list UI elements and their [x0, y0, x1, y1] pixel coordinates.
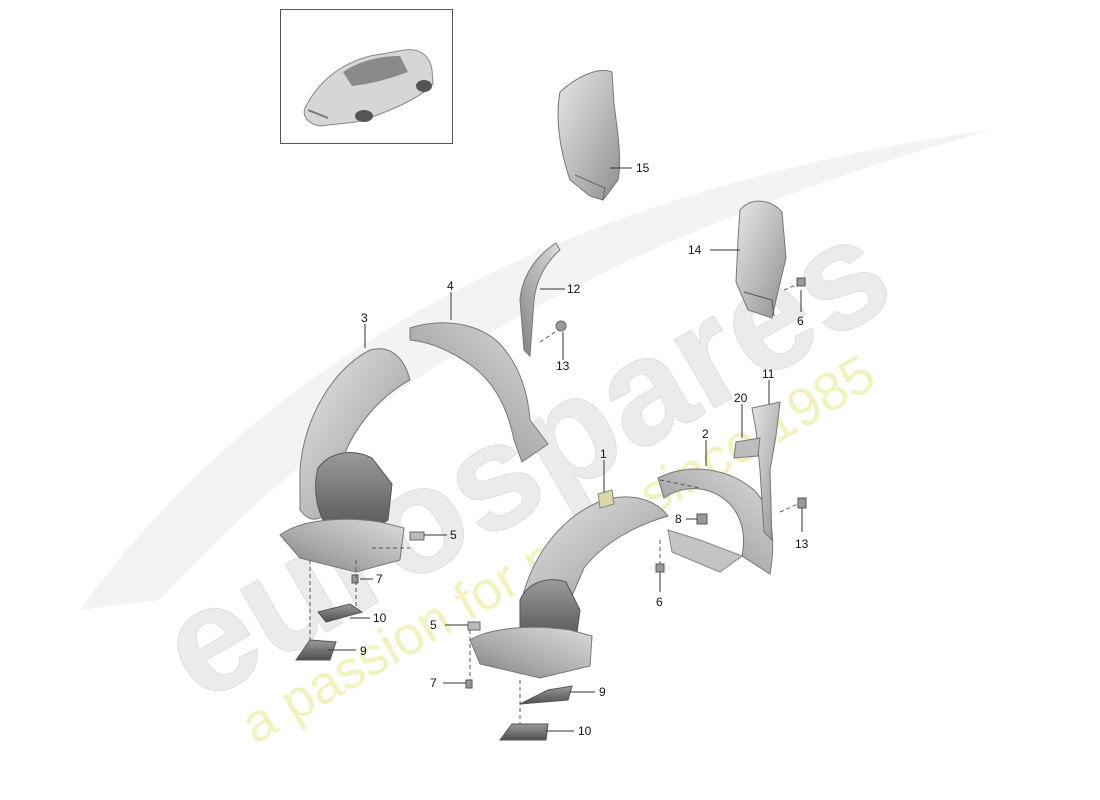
part-20-clip[interactable]: [733, 437, 761, 459]
part-7-screw-b[interactable]: [465, 679, 473, 689]
callout-13-right: 13: [795, 537, 809, 551]
part-6-screw-b[interactable]: [796, 277, 806, 287]
part-8-nut[interactable]: [696, 513, 708, 525]
callout-1: 1: [600, 447, 607, 461]
callout-7-lower: 7: [430, 676, 437, 690]
part-2-arch-liner[interactable]: [657, 468, 774, 575]
callout-15: 15: [636, 161, 650, 175]
part-12-strip[interactable]: [519, 242, 567, 358]
callout-4: 4: [447, 279, 454, 293]
callout-9-left: 9: [360, 644, 367, 658]
callout-6-upper: 6: [797, 314, 804, 328]
callout-6-lower: 6: [656, 595, 663, 609]
part-7-screw[interactable]: [351, 574, 359, 584]
callout-8: 8: [675, 512, 682, 526]
callout-12: 12: [567, 282, 581, 296]
part-1-rear-wheel-arch[interactable]: [469, 489, 669, 679]
callout-3: 3: [361, 311, 368, 325]
callout-labels: 15 14 12 6 4 3 13 11 20 2 1 8 13 5 7 6 1…: [360, 161, 809, 738]
callout-7-left: 7: [376, 572, 383, 586]
part-15-rear-liner[interactable]: [557, 70, 621, 201]
part-9-trim-b[interactable]: [519, 685, 573, 705]
fasteners: [295, 277, 807, 741]
watermark-swoosh: [80, 130, 990, 610]
callout-13-upper: 13: [556, 359, 570, 373]
callout-20: 20: [734, 391, 748, 405]
part-10-trim-b[interactable]: [499, 723, 549, 741]
part-6-screw[interactable]: [655, 563, 665, 573]
part-9-trim[interactable]: [295, 639, 337, 661]
part-13-screw[interactable]: [797, 497, 807, 509]
callout-2: 2: [702, 427, 709, 441]
callout-10-left: 10: [373, 611, 387, 625]
part-4-arch-liner[interactable]: [409, 322, 549, 463]
callout-9-right: 9: [599, 685, 606, 699]
car-thumbnail-icon: [303, 49, 434, 127]
callout-5-left: 5: [450, 528, 457, 542]
dashed-guides: [309, 283, 799, 724]
part-5-clip[interactable]: [409, 531, 425, 541]
callout-5-lower: 5: [430, 618, 437, 632]
leader-lines: [328, 167, 803, 732]
callout-11: 11: [762, 367, 775, 381]
car-thumbnail: [280, 9, 453, 144]
part-14-liner[interactable]: [735, 200, 787, 319]
part-5-clip-b[interactable]: [467, 621, 481, 631]
callout-14: 14: [688, 243, 702, 257]
part-10-trim[interactable]: [317, 603, 364, 623]
part-3-front-wheel-arch[interactable]: [279, 348, 411, 573]
callout-10-right: 10: [578, 724, 592, 738]
